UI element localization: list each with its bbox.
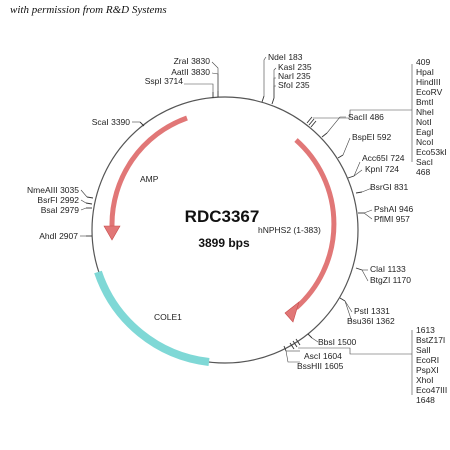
site-bspei: BspEI 592 — [352, 132, 391, 142]
hnphs2-label: hNPHS2 (1-383) — [258, 225, 321, 235]
site-scai: ScaI 3390 — [92, 117, 131, 127]
site-bsrfi: BsrFI 2992 — [37, 195, 79, 205]
mcs-bottom-4: PspXI — [416, 365, 439, 375]
site-zrai: ZraI 3830 — [174, 56, 211, 66]
mcs-top-list: 409 HpaI HindIII EcoRV BmtI NheI NotI Ea… — [416, 57, 447, 177]
mcs-top-8: NcoI — [416, 137, 433, 147]
amp-label: AMP — [140, 174, 159, 184]
hnphs2-arrowhead — [284, 301, 300, 323]
site-psti: PstI 1331 — [354, 306, 390, 316]
site-asci: AscI 1604 — [304, 351, 342, 361]
hnphs2-feature-arrow — [294, 138, 337, 310]
site-kasi: KasI 235 — [278, 62, 312, 72]
amp-feature-arrow — [109, 115, 188, 227]
site-bsrgi: BsrGI 831 — [370, 182, 409, 192]
site-kpni: KpnI 724 — [365, 164, 399, 174]
site-aatii: AatII 3830 — [171, 67, 210, 77]
mcs-bottom-1: BstZ17I — [416, 335, 445, 345]
site-btgzi: BtgZI 1170 — [370, 275, 411, 285]
site-ahdi: AhdI 2907 — [39, 231, 78, 241]
mcs-top-6: NotI — [416, 117, 432, 127]
mcs-top-11: 468 — [416, 167, 430, 177]
site-bsai: BsaI 2979 — [41, 205, 80, 215]
site-sacii: SacII 486 — [348, 112, 384, 122]
mcs-top-5: NheI — [416, 107, 434, 117]
mcs-bottom-5: XhoI — [416, 375, 434, 385]
site-bsshii: BssHII 1605 — [297, 361, 344, 371]
plasmid-name: RDC3367 — [185, 207, 260, 226]
mcs-top-0: 409 — [416, 57, 430, 67]
mcs-top-10: SacI — [416, 157, 433, 167]
site-pflmi: PflMI 957 — [374, 214, 410, 224]
mcs-top-2: HindIII — [416, 77, 441, 87]
site-ndei: NdeI 183 — [268, 52, 303, 62]
mcs-bottom-6: Eco47III — [416, 385, 447, 395]
mcs-top-7: EagI — [416, 127, 434, 137]
mcs-bottom-7: 1648 — [416, 395, 435, 405]
mcs-top-1: HpaI — [416, 67, 434, 77]
mcs-bottom-list: 1613 BstZ17I SalI EcoRI PspXI XhoI Eco47… — [416, 325, 447, 405]
mcs-bottom-3: EcoRI — [416, 355, 439, 365]
site-clai: ClaI 1133 — [370, 264, 406, 274]
site-bbsi: BbsI 1500 — [318, 337, 357, 347]
site-sspi: SspI 3714 — [145, 76, 184, 86]
mcs-top-4: BmtI — [416, 97, 433, 107]
cole1-feature — [94, 270, 210, 366]
site-bsu36i: Bsu36I 1362 — [347, 316, 395, 326]
plasmid-backbone — [91, 96, 359, 364]
site-nari: NarI 235 — [278, 71, 311, 81]
plasmid-size: 3899 bps — [198, 236, 250, 250]
mcs-top-3: EcoRV — [416, 87, 443, 97]
site-nmeaiii: NmeAIII 3035 — [27, 185, 79, 195]
site-acc65i: Acc65I 724 — [362, 153, 405, 163]
mcs-top-9: Eco53kI — [416, 147, 447, 157]
site-pshai: PshAI 946 — [374, 204, 413, 214]
mcs-bottom-0: 1613 — [416, 325, 435, 335]
credit-text: with permission from R&D Systems — [10, 4, 167, 16]
cole1-label: COLE1 — [154, 312, 182, 322]
mcs-bottom-2: SalI — [416, 345, 431, 355]
site-sfoi: SfoI 235 — [278, 80, 310, 90]
amp-arrowhead — [103, 225, 121, 241]
